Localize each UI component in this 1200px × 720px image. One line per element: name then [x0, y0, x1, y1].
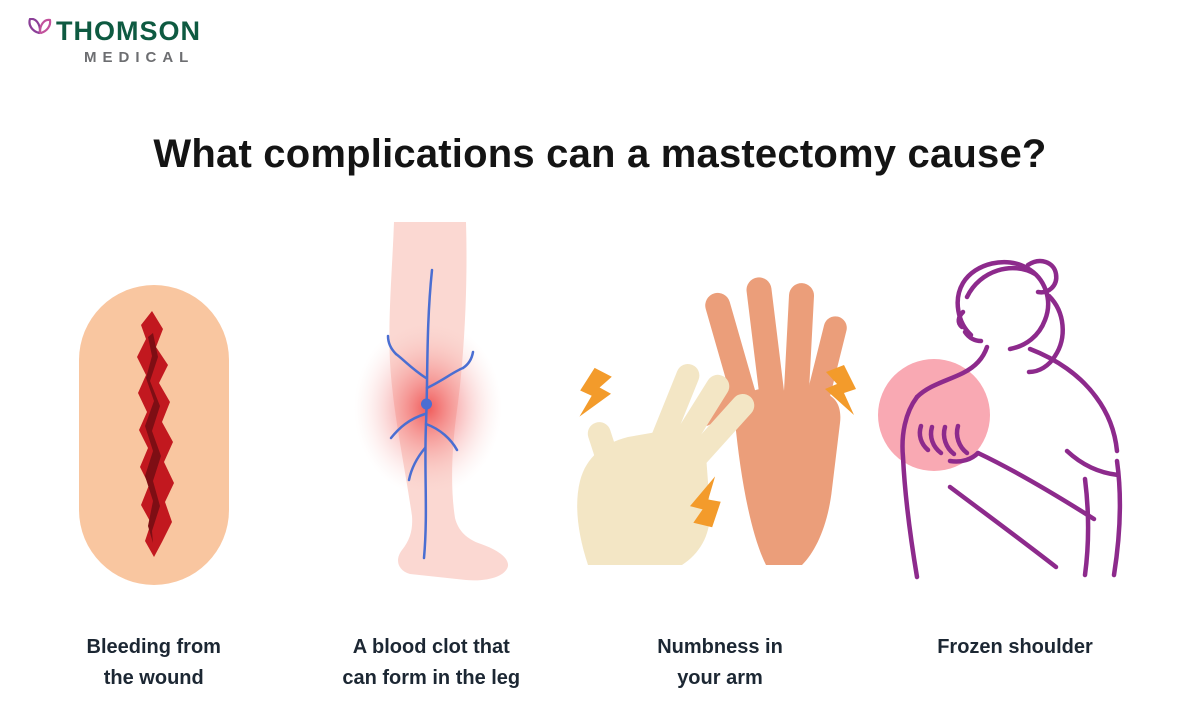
complication-label: Frozen shoulder — [937, 636, 1093, 658]
frozen-shoulder-illustration — [870, 222, 1160, 592]
complication-item-numbness: Numbness in your arm — [570, 222, 870, 694]
complication-item-frozen-shoulder: Frozen shoulder — [870, 222, 1160, 694]
complication-label: Numbness in your arm — [657, 636, 783, 689]
logo-text-thomson: THOMSON — [56, 16, 201, 46]
logo-text-medical: MEDICAL — [84, 49, 195, 66]
thomson-medical-logo: THOMSON MEDICAL — [28, 16, 201, 66]
complication-label: Bleeding from the wound — [86, 636, 221, 689]
leg-blood-clot-icon — [354, 222, 509, 581]
complication-item-bleeding: Bleeding from the wound — [15, 222, 293, 694]
page-title: What complications can a mastectomy caus… — [153, 132, 1047, 176]
orchid-icon — [28, 18, 52, 45]
frozen-shoulder-icon — [878, 258, 1123, 580]
wound-icon — [78, 285, 229, 585]
wound-illustration — [78, 222, 229, 592]
complication-item-blood-clot: A blood clot that can form in the leg — [293, 222, 571, 694]
lightning-bolt-icon — [579, 365, 856, 528]
complications-row: Bleeding from the wound — [15, 222, 1160, 694]
leg-blood-clot-illustration — [316, 222, 546, 592]
numb-hands-icon — [577, 277, 856, 565]
complication-label: A blood clot that can form in the leg — [342, 636, 521, 689]
numb-hands-illustration — [570, 222, 870, 592]
